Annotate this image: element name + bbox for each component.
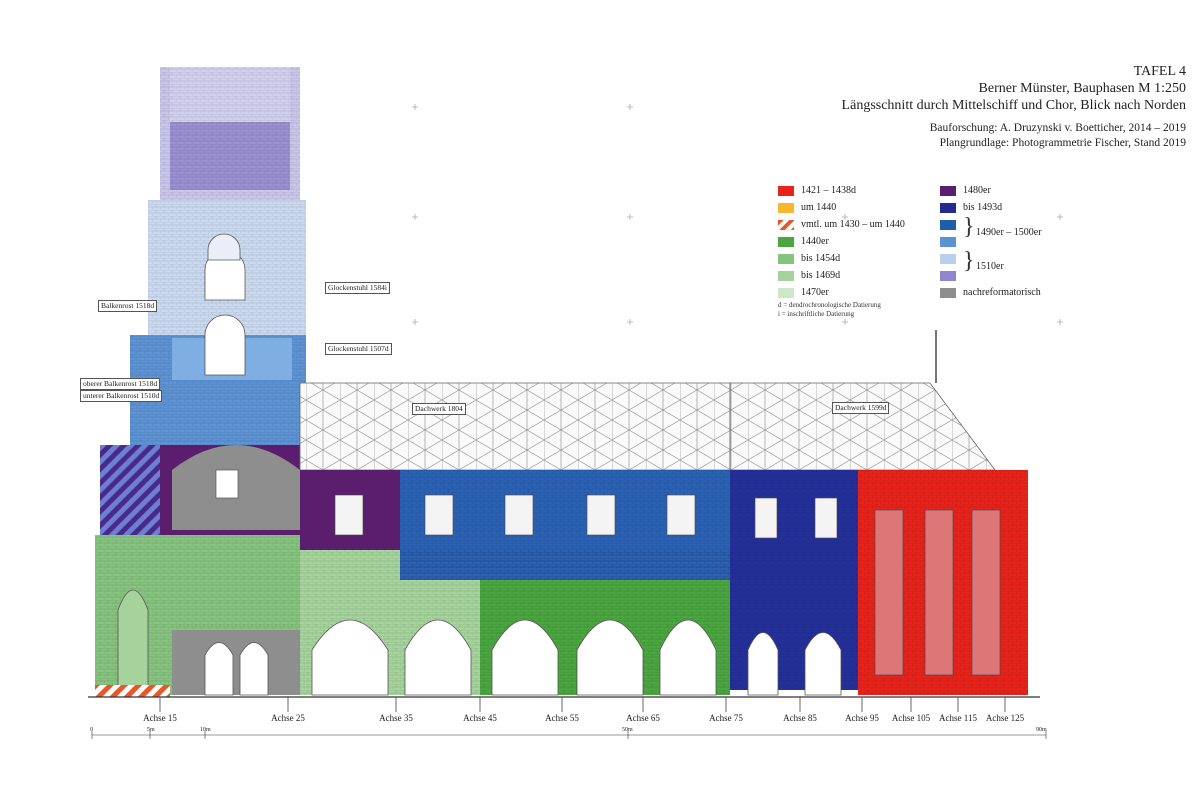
legend-swatch xyxy=(778,253,794,264)
scale-label: 5m xyxy=(147,727,155,733)
legend-swatch xyxy=(778,287,794,298)
legend-item: nachreformatorisch xyxy=(940,287,1041,299)
legend-item: 1421 – 1438d xyxy=(778,185,856,197)
axis-label: Achse 125 xyxy=(985,713,1025,723)
label-dachwerk-1599: Dachwerk 1599d xyxy=(832,402,890,414)
legend-item: vmtl. um 1430 – um 1440 xyxy=(778,219,905,231)
label-unterer-balkenrost: unterer Balkenrost 1510d xyxy=(80,390,163,402)
legend-item: bis 1469d xyxy=(778,270,840,282)
legend-item: bis 1454d xyxy=(778,253,840,265)
axis-label: Achse 75 xyxy=(709,713,743,723)
legend-swatch xyxy=(940,219,956,230)
legend-swatch xyxy=(778,270,794,281)
legend-item: um 1440 xyxy=(778,202,836,214)
axis-label: Achse 65 xyxy=(626,713,660,723)
plan-title: Berner Münster, Bauphasen M 1:250 xyxy=(978,81,1186,97)
legend-item: bis 1493d xyxy=(940,202,1002,214)
legend-note-d: d = dendrochronologische Datierung xyxy=(778,301,881,309)
legend-swatch xyxy=(940,202,956,213)
research-credit: Bauforschung: A. Druzynski v. Boetticher… xyxy=(929,122,1186,135)
legend-swatch xyxy=(778,202,794,213)
axis-label: Achse 35 xyxy=(379,713,413,723)
label-dachwerk-1804: Dachwerk 1804 xyxy=(412,403,466,415)
brace-1490: } xyxy=(963,214,975,240)
tower xyxy=(100,67,306,535)
legend-label-1490: 1490er – 1500er xyxy=(976,227,1042,238)
legend-item xyxy=(940,219,963,231)
axis-label: Achse 105 xyxy=(891,713,931,723)
scale-label: 50m xyxy=(622,727,633,733)
legend-item xyxy=(940,236,963,248)
label-balkenrost-1518: Balkenrost 1518d xyxy=(98,300,158,312)
title-block: TAFEL 4 Berner Münster, Bauphasen M 1:25… xyxy=(842,63,1186,151)
brace-1510: } xyxy=(963,248,975,274)
scale-label: 90m xyxy=(1036,727,1047,733)
arcade-arches xyxy=(117,589,842,696)
axis-label: Achse 25 xyxy=(271,713,305,723)
scale-bar xyxy=(91,731,1047,739)
legend-swatch xyxy=(940,270,956,281)
basis-credit: Plangrundlage: Photogrammetrie Fischer, … xyxy=(939,137,1186,150)
legend-item: 1480er xyxy=(940,185,991,197)
plate-number: TAFEL 4 xyxy=(1133,64,1186,79)
legend-label-1510: 1510er xyxy=(976,261,1004,272)
axis-label: Achse 15 xyxy=(143,713,177,723)
legend-swatch xyxy=(940,236,956,247)
legend-item xyxy=(940,270,963,282)
clerestory-windows xyxy=(334,494,1001,676)
legend-item: 1440er xyxy=(778,236,829,248)
legend-swatch xyxy=(940,287,956,298)
nave-roof xyxy=(299,330,996,471)
scale-label: 0 xyxy=(90,727,93,733)
scale-label: 10m xyxy=(200,727,211,733)
registration-marks xyxy=(412,104,1063,325)
axis-ticks xyxy=(159,697,1006,712)
legend-swatch xyxy=(778,236,794,247)
label-oberer-balkenrost: oberer Balkenrost 1518d xyxy=(80,378,161,390)
axis-label: Achse 45 xyxy=(463,713,497,723)
legend-item: 1470er xyxy=(778,287,829,299)
legend-item xyxy=(940,253,963,265)
legend-swatch xyxy=(940,185,956,196)
plan-subtitle: Längsschnitt durch Mittelschiff und Chor… xyxy=(841,98,1186,114)
legend-swatch xyxy=(940,253,956,264)
legend-note-i: i = inschriftliche Datierung xyxy=(778,310,855,318)
label-glockenstuhl-1507: Glockenstuhl 1507d xyxy=(325,343,392,355)
label-glockenstuhl-1584: Glockenstuhl 1584i xyxy=(325,282,390,294)
legend-swatch xyxy=(778,185,794,196)
legend-swatch xyxy=(778,219,794,230)
axis-label: Achse 55 xyxy=(545,713,579,723)
axis-label: Achse 85 xyxy=(783,713,817,723)
axis-label: Achse 95 xyxy=(845,713,879,723)
axis-label: Achse 115 xyxy=(939,713,977,723)
hatched-base xyxy=(95,685,170,697)
